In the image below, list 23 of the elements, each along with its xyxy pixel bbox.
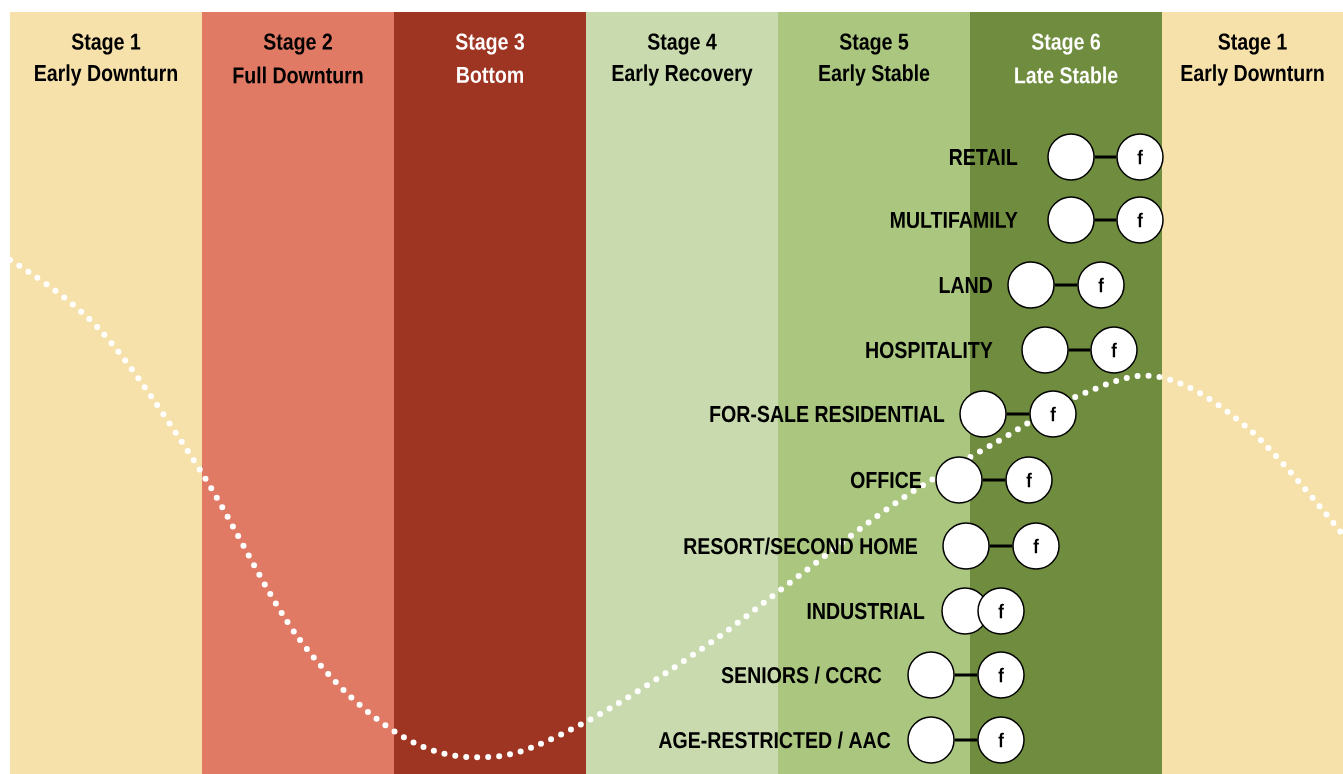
row-label: AGE-RESTRICTED / AAC <box>658 731 891 749</box>
connector-line <box>1054 283 1078 287</box>
stage-band: Stage 1 Early Downturn <box>1162 12 1343 774</box>
connector-line <box>954 738 978 742</box>
connector-line <box>954 673 978 677</box>
connector-line <box>1006 412 1030 416</box>
row-label: RETAIL <box>949 149 1018 165</box>
row-label: LAND <box>939 277 992 293</box>
row-label: SENIORS / CCRC <box>721 666 882 684</box>
connector-line <box>1094 155 1117 159</box>
connector-line <box>1094 218 1117 222</box>
row-label: OFFICE <box>850 471 922 489</box>
stage-band: Stage 2 Full Downturn <box>202 12 394 774</box>
stage-band: Stage 3 Bottom <box>394 12 586 774</box>
connector-line <box>1068 348 1091 352</box>
row-label: INDUSTRIAL <box>807 602 925 620</box>
stage-band: Stage 1 Early Downturn <box>10 12 202 774</box>
row-label: HOSPITALITY <box>866 341 993 359</box>
row-label: MULTIFAMILY <box>890 212 1018 228</box>
row-label: FOR-SALE RESIDENTIAL <box>710 405 945 423</box>
row-label: RESORT/SECOND HOME <box>684 537 918 555</box>
connector-line <box>982 478 1006 482</box>
connector-line <box>989 544 1013 548</box>
